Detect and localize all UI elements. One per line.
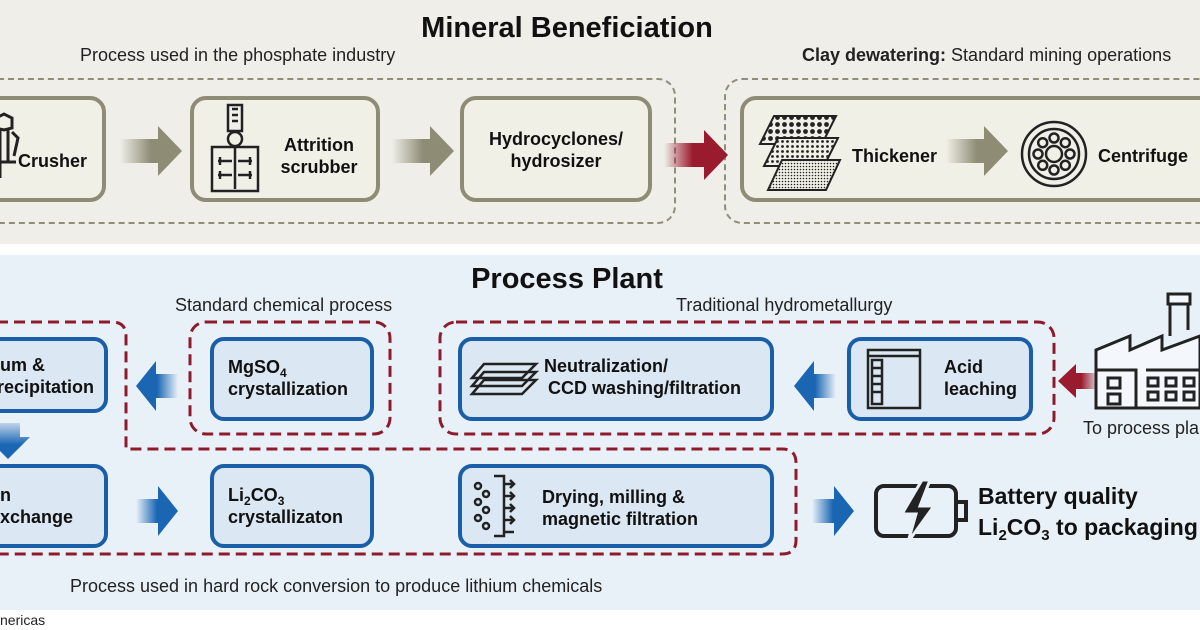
note-clay: Clay dewatering: Standard mining operati… xyxy=(802,45,1172,65)
drying-milling-label: Drying, milling &magnetic filtration xyxy=(542,487,699,529)
leach-tank-icon xyxy=(866,348,922,410)
neutralization-label: Neutralization/CCD washing/filtration xyxy=(544,356,741,398)
clay-group-border xyxy=(724,78,1200,224)
battery-icon xyxy=(874,478,968,543)
note-hydrometallurgy: Traditional hydrometallurgy xyxy=(676,295,893,315)
magnesium-precipitation-box xyxy=(0,337,108,413)
battery-quality-label: Battery quality Li2CO3 to packaging xyxy=(978,483,1198,544)
thickener-icon xyxy=(758,115,842,191)
li2co3-crystallization-label: Li2CO3 crystallizaton xyxy=(228,485,344,527)
note-hard-rock: Process used in hard rock conversion to … xyxy=(70,576,603,596)
note-standard-chemical: Standard chemical process xyxy=(175,295,393,315)
arrow-left-icon xyxy=(136,361,178,411)
dryer-icon xyxy=(473,474,516,538)
mineral-title: Mineral Beneficiation xyxy=(421,12,713,44)
mgso4-crystallization-box xyxy=(210,337,374,421)
to-process-plant-label: To process pla xyxy=(1083,418,1200,438)
source-credit: nericas xyxy=(0,612,46,628)
arrow-right-icon xyxy=(392,126,454,176)
arrow-right-icon xyxy=(812,486,854,536)
filter-press-icon xyxy=(469,362,540,396)
ion-exchange-box xyxy=(0,464,108,548)
crusher-label: Crusher xyxy=(18,151,88,171)
thickener-label: Thickener xyxy=(852,146,938,166)
magnesium-precipitation-label: um &precipitation xyxy=(0,355,95,397)
centrifuge-icon xyxy=(1020,120,1088,188)
arrow-right-icon xyxy=(946,126,1008,176)
arrow-right-icon xyxy=(664,130,728,180)
neutralization-box xyxy=(458,337,774,421)
crusher-box xyxy=(0,96,106,202)
attrition-scrubber-icon xyxy=(210,103,260,193)
arrow-right-icon xyxy=(136,486,178,536)
arrow-left-icon xyxy=(1058,364,1100,398)
hydrocyclones-label: Hydrocyclones/hydrosizer xyxy=(488,129,624,171)
attrition-scrubber-box xyxy=(190,96,380,202)
li2co3-crystallization-box xyxy=(210,464,374,548)
factory-icon xyxy=(1094,292,1200,410)
plant-title: Process Plant xyxy=(471,263,663,295)
arrow-right-icon xyxy=(120,126,182,176)
hydrocyclones-box xyxy=(460,96,652,202)
arrow-down-icon xyxy=(0,423,30,459)
arrow-left-icon xyxy=(794,361,836,411)
centrifuge-label: Centrifuge xyxy=(1098,146,1188,166)
note-phosphate: Process used in the phosphate industry xyxy=(80,45,396,65)
mgso4-crystallization-label: MgSO4 crystallization xyxy=(228,357,349,399)
crusher-icon xyxy=(0,112,20,178)
